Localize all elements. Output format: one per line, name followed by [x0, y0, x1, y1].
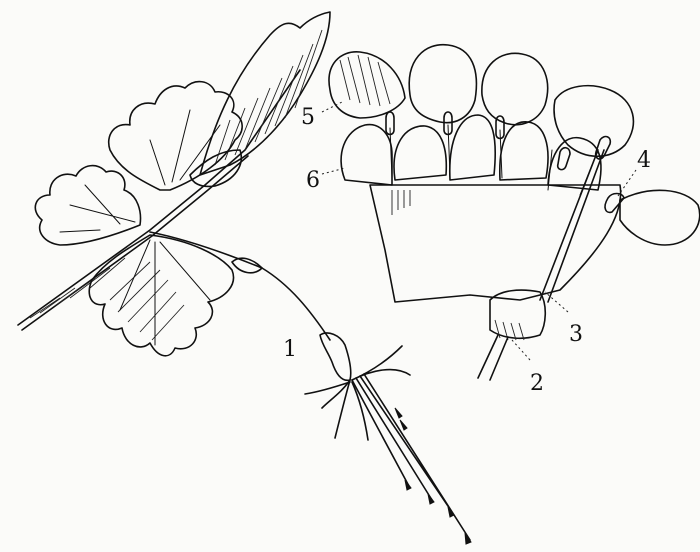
anthers: [386, 112, 624, 212]
spray-ovary: [320, 333, 351, 380]
sepal: [341, 125, 392, 185]
label-6: 6: [306, 168, 320, 193]
label-5: 5: [301, 105, 315, 130]
label-2: 2: [530, 371, 544, 396]
side-petal: [620, 190, 700, 245]
label-1: 1: [283, 337, 297, 362]
label-3: 3: [569, 322, 583, 347]
middle-leaf: [109, 82, 242, 190]
pedicel: [478, 335, 508, 380]
floral-tube: [370, 185, 621, 302]
left-leaf: [35, 166, 140, 245]
flower-dissection: [329, 45, 700, 380]
label-4: 4: [637, 148, 651, 173]
flower-stalk: [150, 232, 330, 340]
lower-leaf: [89, 235, 233, 356]
